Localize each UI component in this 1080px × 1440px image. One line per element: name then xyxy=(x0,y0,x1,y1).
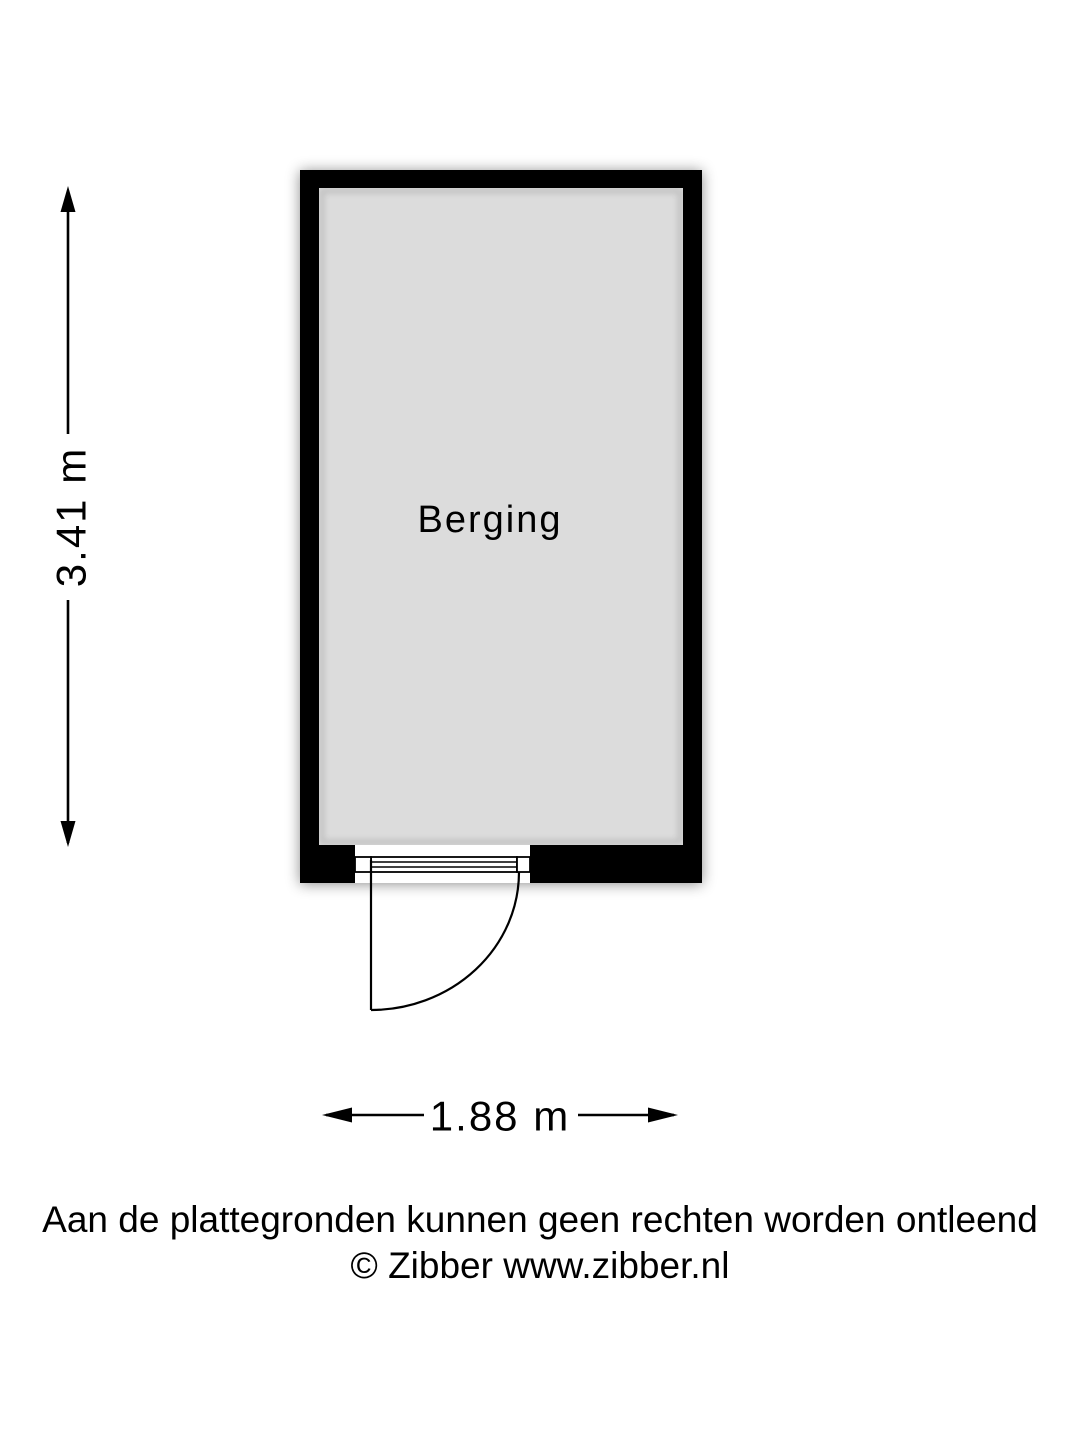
arrow-down-icon xyxy=(60,821,76,847)
credit-text: © Zibber www.zibber.nl xyxy=(350,1245,730,1286)
dimension-horizontal: 1.88 m xyxy=(322,1093,678,1140)
door-threshold xyxy=(370,856,518,873)
arrow-left-icon xyxy=(322,1107,352,1123)
dimension-height-label: 3.41 m xyxy=(48,447,95,587)
dimension-vertical: 3.41 m xyxy=(48,186,95,847)
room-inner-shadow xyxy=(319,188,683,845)
door-swing-arc xyxy=(370,871,521,1012)
floor-plan xyxy=(300,170,702,883)
door-jamb-right xyxy=(516,856,531,873)
room-berging-floor xyxy=(319,188,683,845)
arrow-right-icon xyxy=(648,1107,678,1123)
arrow-up-icon xyxy=(60,186,76,212)
door-symbol xyxy=(354,856,531,1012)
disclaimer-text: Aan de plattegronden kunnen geen rechten… xyxy=(42,1199,1038,1240)
room-label: Berging xyxy=(418,499,563,541)
door-jamb-left xyxy=(354,856,372,873)
dimension-width-label: 1.88 m xyxy=(430,1093,570,1140)
